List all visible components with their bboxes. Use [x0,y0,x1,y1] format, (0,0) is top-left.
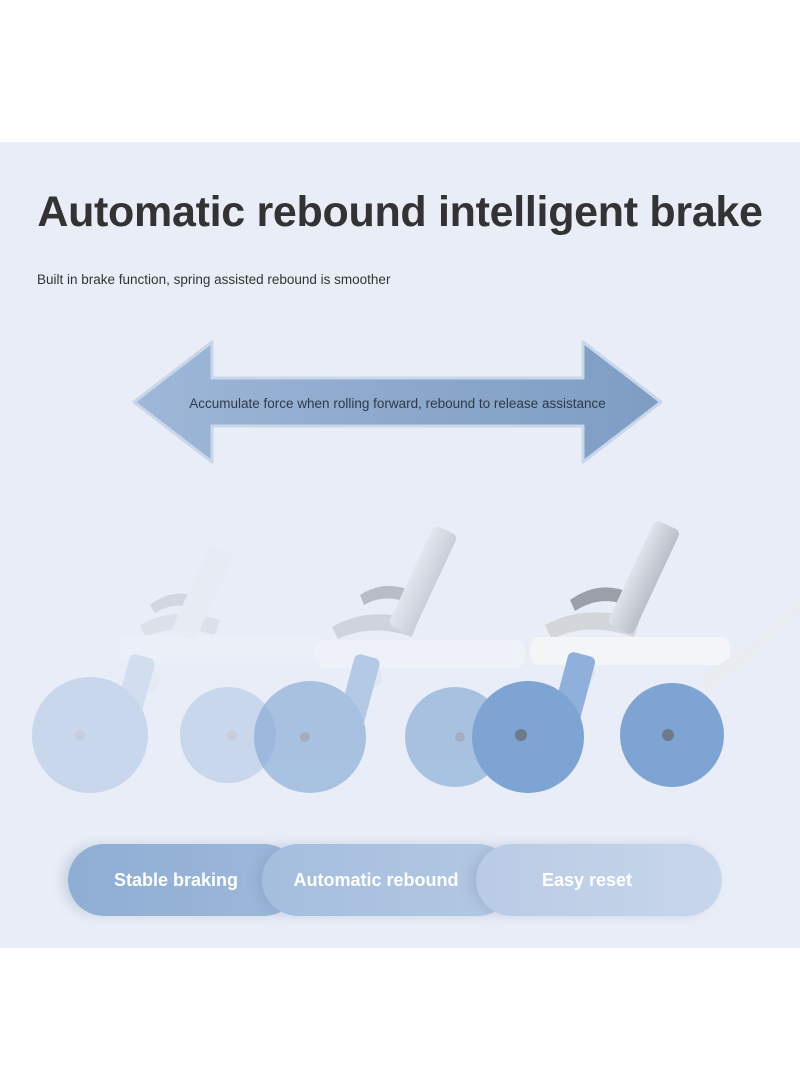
headline: Automatic rebound intelligent brake [37,188,763,236]
ab-roller-illustration [32,521,800,793]
feature-pill-stable-braking: Stable braking [68,844,300,916]
feature-label: Easy reset [541,869,633,890]
feature-label: Automatic rebound [293,869,459,890]
subheadline: Built in brake function, spring assisted… [37,272,391,287]
feature-label: Stable braking [113,869,239,890]
feature-pill-automatic-rebound: Automatic rebound [262,844,514,916]
roller-frame-3 [472,521,800,793]
double-arrow-icon [132,340,663,464]
feature-pill-easy-reset: Easy reset [476,844,722,916]
arrow-caption: Accumulate force when rolling forward, r… [189,396,606,411]
roller-frame-1 [32,545,320,793]
feature-pills: Stable braking Automatic rebound Easy re… [68,844,722,916]
